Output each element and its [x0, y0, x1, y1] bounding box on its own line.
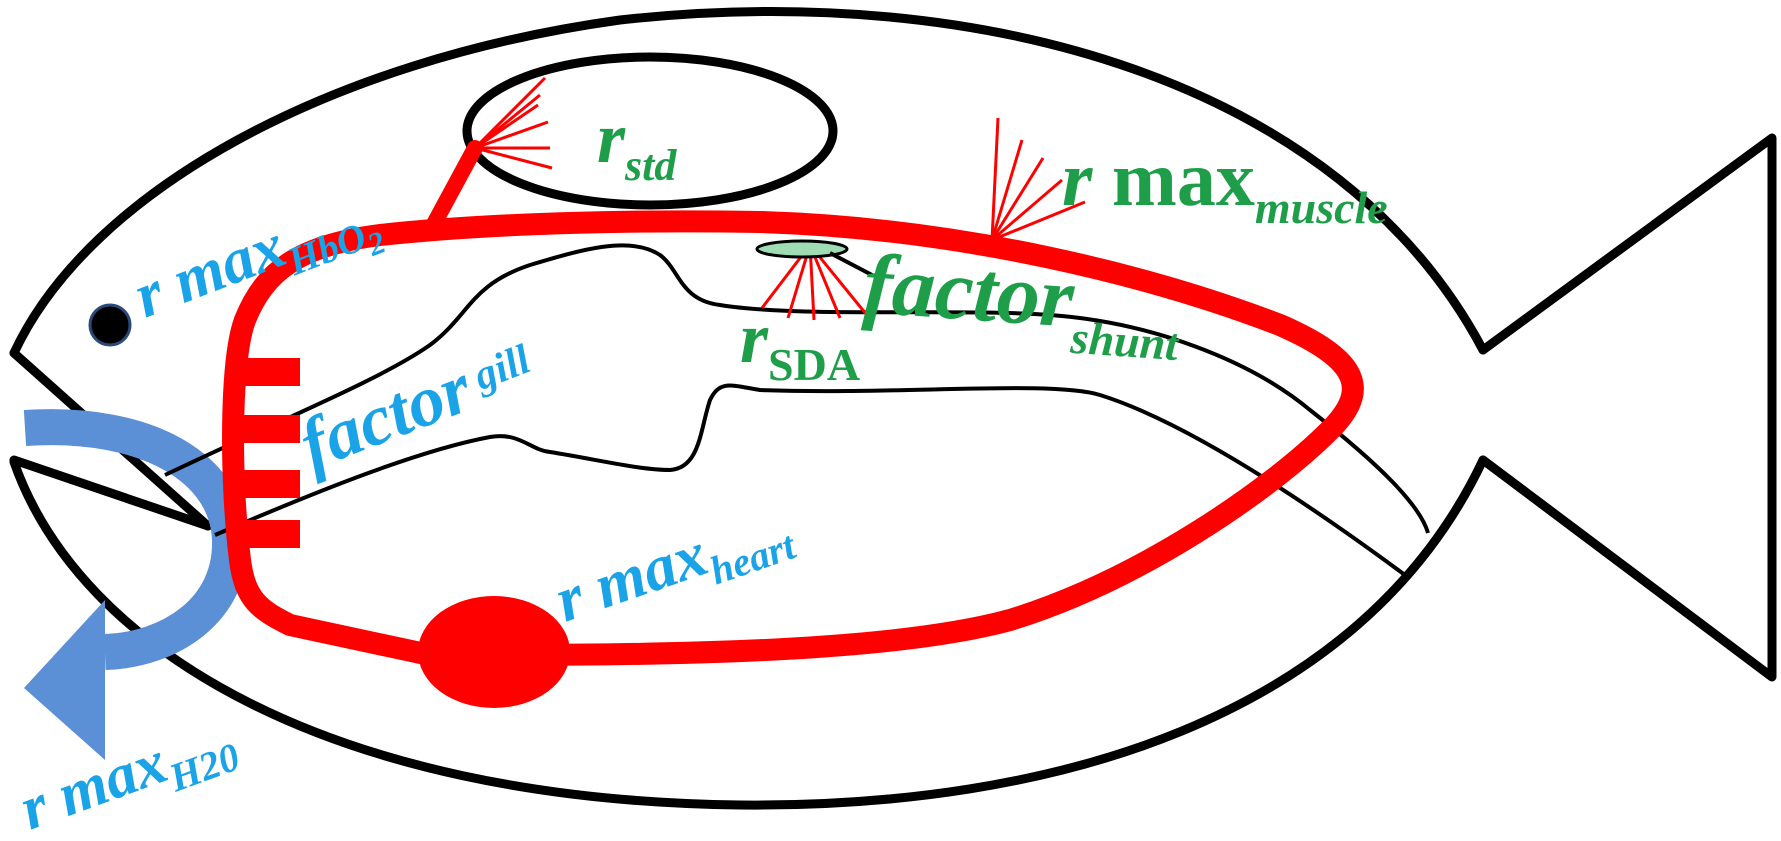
label-r-max-heart: r maxheart — [546, 489, 802, 644]
blood-vessel-loop — [222, 210, 1364, 666]
label-r-max-h2o: r maxH20 — [12, 704, 246, 841]
stomach-capillaries — [473, 76, 553, 170]
label-factor-gill: factorgill — [289, 323, 544, 485]
label-r-sda: rSDA — [740, 298, 860, 390]
fish-lower-body — [9, 455, 1488, 810]
shunt-pointer — [829, 251, 873, 277]
label-r-std: rstd — [597, 98, 677, 190]
label-factor-shunt: factorshunt — [859, 235, 1185, 370]
stomach — [462, 52, 838, 210]
label-r-max-muscle: r maxmuscle — [1062, 135, 1388, 233]
stomach-vessel — [427, 140, 483, 230]
sda-gut-spot — [755, 239, 849, 259]
fish-eye — [88, 303, 132, 347]
heart — [418, 596, 570, 708]
fish-lower-jaw — [9, 455, 213, 531]
circulatory-system — [222, 140, 1364, 666]
fish-upper-body — [9, 7, 1488, 358]
gill-filaments — [244, 358, 300, 548]
label-r-max-hbo2: r maxHbO2 — [125, 175, 391, 347]
fish-body-outline — [9, 7, 1777, 810]
gut-outline — [164, 243, 1430, 577]
muscle-capillaries — [990, 117, 1086, 242]
fish-tail — [1478, 133, 1777, 682]
